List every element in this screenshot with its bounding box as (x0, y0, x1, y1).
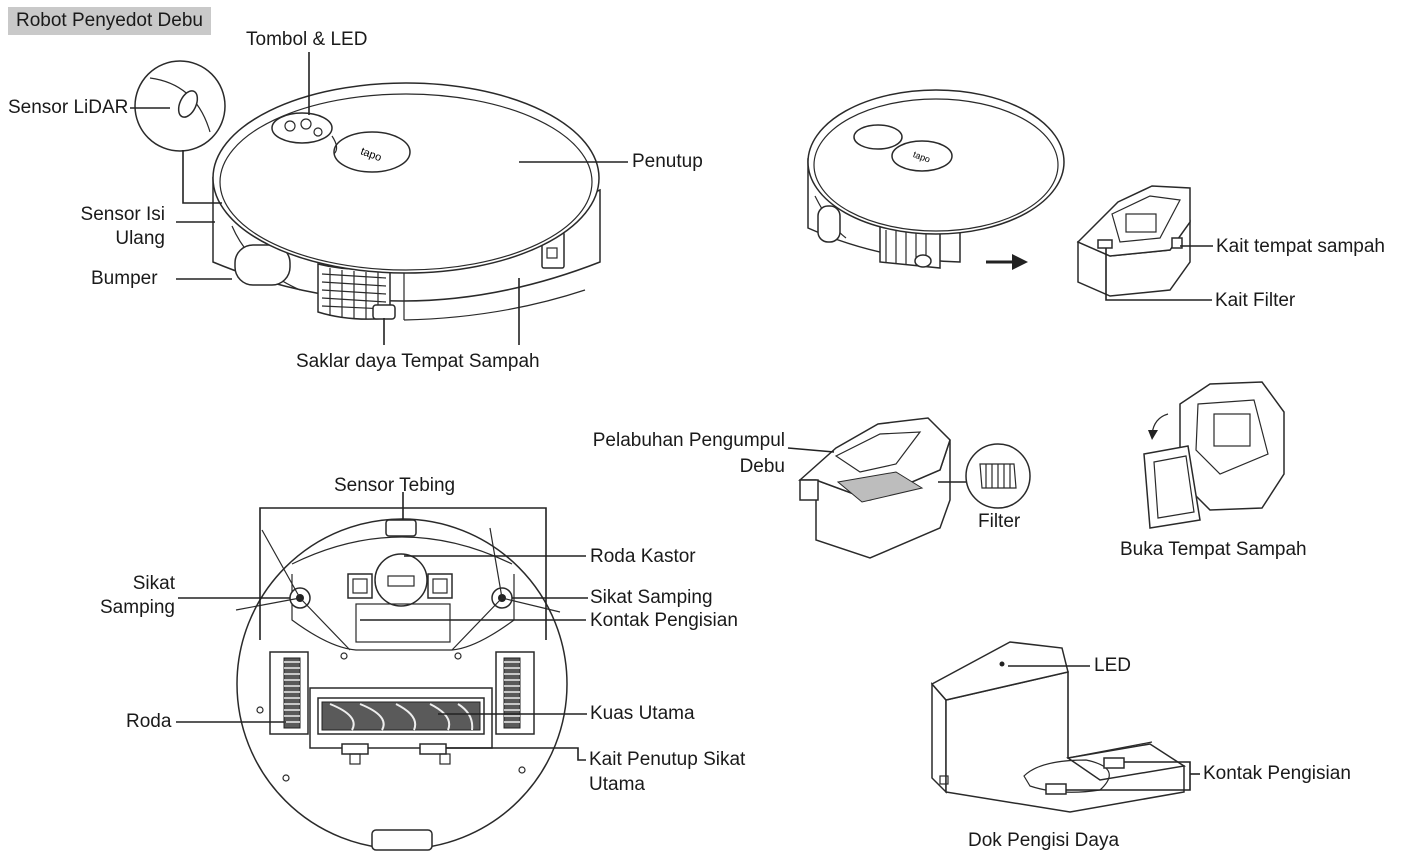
label-kait-tempat-sampah: Kait tempat sampah (1216, 236, 1385, 257)
label-kontak-pengisian-dock: Kontak Pengisian (1203, 763, 1351, 784)
robot-underside-view (235, 518, 568, 851)
side-brush-left (235, 529, 351, 651)
label-buka-tempat-sampah: Buka Tempat Sampah (1120, 539, 1307, 560)
leaders-bottom-left (176, 492, 588, 761)
label-roda: Roda (126, 711, 172, 732)
label-kontak-pengisian-robot: Kontak Pengisian (590, 610, 738, 631)
label-pelabuhan-line1: Pelabuhan Pengumpul (592, 430, 785, 451)
dust-bin-filter-view (798, 417, 1031, 559)
bin-open-view (1143, 381, 1285, 529)
label-filter: Filter (978, 511, 1021, 532)
lidar-magnifier (134, 60, 226, 152)
leaders-top-right (1105, 245, 1213, 301)
main-brush (309, 687, 493, 765)
header-title: Robot Penyedot Debu (8, 7, 211, 35)
label-kuas-utama: Kuas Utama (590, 703, 695, 724)
robot-top-view: tapo (134, 60, 601, 321)
label-sensor-isi-ulang-line1: Sensor Isi (80, 204, 165, 225)
label-sikat-samping-left-line1: Sikat (132, 573, 175, 594)
label-sensor-tebing: Sensor Tebing (334, 475, 456, 496)
wheel-right (495, 651, 535, 735)
leaders-mid-right (787, 447, 835, 453)
label-roda-kastor: Roda Kastor (590, 546, 696, 567)
wheel-left (269, 651, 309, 735)
robot-bin-removal-view: tapo (807, 89, 1191, 297)
removed-bin (1076, 185, 1191, 297)
label-led: LED (1094, 655, 1131, 676)
label-kait-penutup-line1: Kait Penutup Sikat (589, 749, 746, 770)
label-penutup: Penutup (632, 151, 703, 172)
label-saklar-daya: Saklar daya Tempat Sampah (296, 351, 540, 372)
label-bumper: Bumper (91, 268, 158, 289)
label-kait-filter: Kait Filter (1215, 290, 1296, 311)
label-tombol-led: Tombol & LED (246, 29, 368, 50)
side-brush-right (451, 527, 561, 651)
label-kait-penutup-line2: Utama (589, 774, 645, 795)
robot-buttons: tapo (271, 112, 411, 173)
leaders-top-left (130, 52, 628, 345)
label-pelabuhan-line2: Debu (739, 456, 785, 477)
charging-dock-view (930, 641, 1187, 813)
label-sikat-samping-right: Sikat Samping (590, 587, 713, 608)
label-sensor-lidar: Sensor LiDAR (8, 97, 129, 118)
label-sikat-samping-left-line2: Samping (100, 597, 175, 618)
label-sensor-isi-ulang-line2: Ulang (115, 228, 165, 249)
leaders-dock (1008, 665, 1200, 791)
label-dok-pengisi-daya: Dok Pengisi Daya (968, 830, 1120, 851)
